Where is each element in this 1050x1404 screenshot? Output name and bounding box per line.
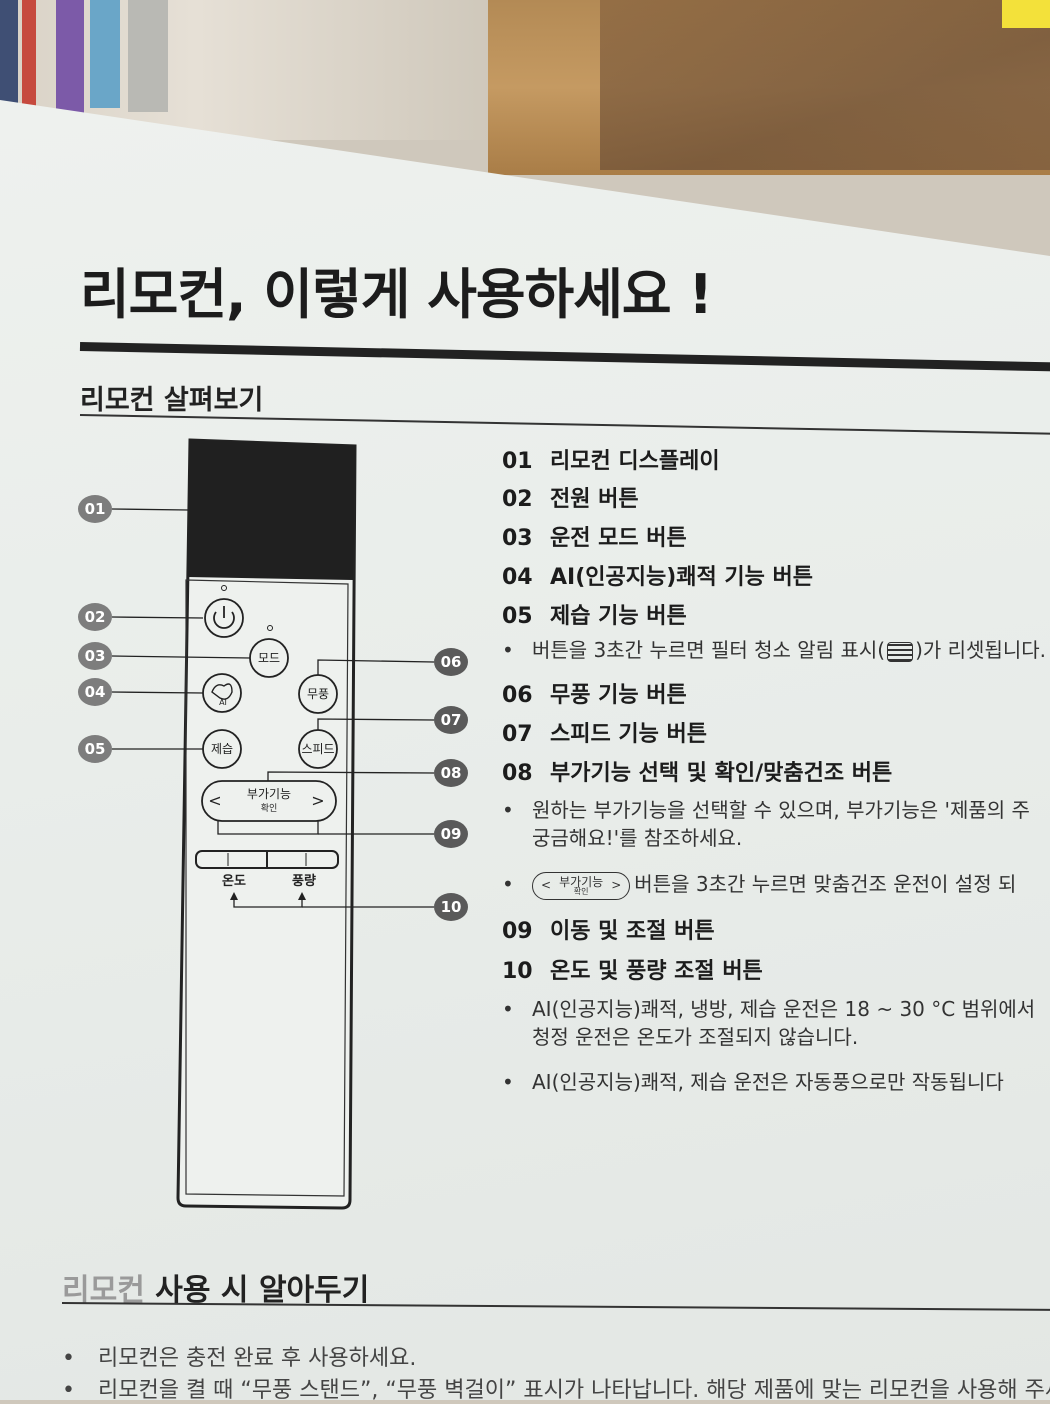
callout-badge: 03	[78, 642, 112, 670]
callout-badge: 06	[434, 648, 468, 676]
background-sticky-note	[1002, 0, 1050, 28]
manual-page	[0, 100, 1050, 1400]
callout-badge: 08	[434, 759, 468, 787]
right-arrow-button[interactable]: >	[311, 790, 325, 810]
background-book	[22, 0, 36, 110]
extra-function-label[interactable]: 부가기능	[246, 786, 292, 801]
speed-button[interactable]: 스피드	[301, 741, 335, 756]
page-title: 리모컨, 이렇게 사용하세요 !	[80, 263, 713, 326]
temp-button[interactable]: 온도	[222, 874, 246, 890]
note-auto-fan: •AI(인공지능)쾌적, 제습 운전은 자동풍으로만 작동됩니다	[502, 1070, 1004, 1094]
bottom-note: •리모컨을 켤 때 “무풍 스탠드”, “무풍 벽걸이” 표시가 나타납니다. …	[62, 1378, 1050, 1403]
confirm-label[interactable]: 확인	[260, 804, 278, 815]
callout-badge: 07	[434, 706, 468, 734]
left-arrow-button[interactable]: <	[208, 790, 222, 810]
background-book	[128, 0, 168, 112]
callout-badge: 10	[434, 893, 468, 921]
note-temperature-range: •AI(인공지능)쾌적, 냉방, 제습 운전은 18 ~ 30 °C 범위에서 …	[502, 997, 1036, 1049]
callout-badge: 09	[434, 820, 468, 848]
filter-icon	[887, 641, 914, 662]
background-book	[90, 0, 120, 108]
callout-badge: 01	[78, 495, 112, 523]
bottom-note: •리모컨은 충전 완료 후 사용하세요.	[62, 1346, 417, 1371]
note-extra-function: •원하는 부가기능을 선택할 수 있으며, 부가기능은 '제품의 주 궁금해요!…	[502, 798, 1030, 850]
section-title: 리모컨 살펴보기	[80, 385, 264, 416]
background-book	[0, 0, 18, 120]
background-book	[56, 0, 84, 115]
ai-button-label[interactable]: AI	[219, 697, 227, 707]
windfree-button[interactable]: 무풍	[306, 686, 330, 701]
mode-button[interactable]: 모드	[257, 650, 281, 665]
callout-badge: 02	[78, 603, 112, 631]
dehumid-button[interactable]: 제습	[210, 741, 234, 756]
note-filter-reset: •버튼을 3초간 누르면 필터 청소 알림 표시()가 리셋됩니다.	[502, 638, 1046, 662]
callout-badge: 05	[78, 735, 112, 763]
callout-badge: 04	[78, 678, 112, 706]
background-wood-shadow	[600, 0, 1050, 170]
fan-button[interactable]: 풍량	[292, 874, 316, 890]
